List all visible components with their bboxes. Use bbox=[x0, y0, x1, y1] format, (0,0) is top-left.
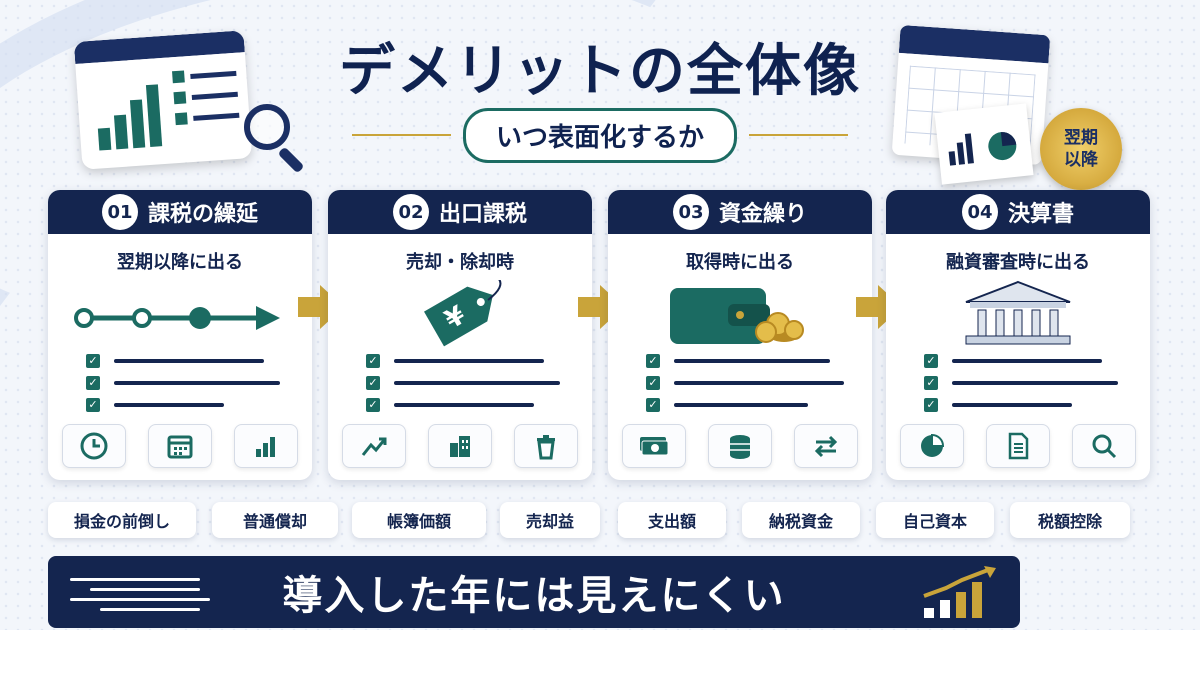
checklist: ✓ ✓ ✓ bbox=[886, 350, 1150, 416]
check-icon: ✓ bbox=[86, 376, 100, 390]
card-subtitle: 取得時に出る bbox=[686, 252, 794, 273]
speed-lines-icon bbox=[70, 578, 210, 618]
card-title: 課税の繰延 bbox=[147, 202, 258, 227]
timeline-arrow-icon bbox=[48, 280, 312, 350]
bottom-band bbox=[0, 630, 1200, 675]
conclusion-banner: 導入した年には見えにくい bbox=[48, 556, 1020, 628]
keyword-tag: 税額控除 bbox=[1010, 502, 1130, 538]
check-icon: ✓ bbox=[366, 398, 380, 412]
clock-icon bbox=[62, 424, 126, 468]
card-cash-flow: 03 資金繰り 取得時に出る ✓ ✓ ✓ bbox=[608, 190, 872, 480]
card-subtitle: 翌期以降に出る bbox=[117, 252, 243, 273]
card-exit-tax: 02 出口課税 売却・除却時 ¥ ✓ ✓ ✓ bbox=[328, 190, 592, 480]
check-icon: ✓ bbox=[646, 376, 660, 390]
card-header: 02 出口課税 bbox=[328, 190, 592, 234]
page-title: デメリットの全体像 bbox=[339, 39, 861, 104]
report-paper-illustration bbox=[934, 103, 1034, 185]
card-subtitle: 売却・除却時 bbox=[406, 252, 514, 273]
keyword-tag: 損金の前倒し bbox=[48, 502, 196, 538]
checklist: ✓ ✓ ✓ bbox=[48, 350, 312, 416]
card-title: 出口課税 bbox=[438, 202, 527, 227]
keyword-tag: 自己資本 bbox=[876, 502, 994, 538]
trash-icon bbox=[514, 424, 578, 468]
check-icon: ✓ bbox=[366, 354, 380, 368]
period-badge: 翌期以降 bbox=[1040, 108, 1122, 190]
card-title: 決算書 bbox=[1007, 202, 1074, 227]
keyword-tag: 売却益 bbox=[500, 502, 600, 538]
subtitle: いつ表面化するか bbox=[463, 107, 738, 163]
keyword-tag: 普通償却 bbox=[212, 502, 338, 538]
card-number: 03 bbox=[672, 194, 709, 230]
calendar-icon bbox=[148, 424, 212, 468]
magnifier-icon bbox=[244, 104, 290, 150]
document-icon bbox=[986, 424, 1050, 468]
check-icon: ✓ bbox=[924, 354, 938, 368]
badge-line-1: 翌期 bbox=[1064, 128, 1098, 148]
search-icon bbox=[1072, 424, 1136, 468]
check-icon: ✓ bbox=[924, 398, 938, 412]
checklist: ✓ ✓ ✓ bbox=[608, 350, 872, 416]
card-header: 04 決算書 bbox=[886, 190, 1150, 234]
exchange-icon bbox=[794, 424, 858, 468]
card-number: 01 bbox=[101, 194, 138, 230]
card-title: 資金繰り bbox=[718, 202, 807, 227]
bank-building-icon bbox=[886, 280, 1150, 350]
check-icon: ✓ bbox=[366, 376, 380, 390]
check-icon: ✓ bbox=[86, 398, 100, 412]
building-icon bbox=[428, 424, 492, 468]
keyword-tag: 支出額 bbox=[618, 502, 726, 538]
keyword-tag: 帳簿価額 bbox=[352, 502, 486, 538]
card-header: 01 課税の繰延 bbox=[48, 190, 312, 234]
badge-line-2: 以降 bbox=[1064, 150, 1098, 170]
check-icon: ✓ bbox=[646, 398, 660, 412]
trend-up-icon bbox=[342, 424, 406, 468]
growth-chart-icon bbox=[922, 566, 1012, 624]
coin-stack-icon bbox=[708, 424, 772, 468]
check-icon: ✓ bbox=[924, 376, 938, 390]
bar-chart-icon bbox=[234, 424, 298, 468]
card-number: 02 bbox=[392, 194, 429, 230]
card-financial-statements: 04 決算書 融資審査時に出る ✓ ✓ ✓ bbox=[886, 190, 1150, 480]
card-header: 03 資金繰り bbox=[608, 190, 872, 234]
yen-price-tag-icon: ¥ bbox=[328, 277, 592, 350]
subtitle-rule-right bbox=[749, 134, 849, 136]
subtitle-row: いつ表面化するか bbox=[340, 107, 860, 163]
keyword-tag: 納税資金 bbox=[742, 502, 860, 538]
wallet-coins-icon bbox=[608, 280, 872, 350]
card-number: 04 bbox=[961, 194, 998, 230]
check-icon: ✓ bbox=[646, 354, 660, 368]
subtitle-rule-left bbox=[352, 134, 451, 136]
card-subtitle: 融資審査時に出る bbox=[946, 252, 1090, 273]
card-deferral: 01 課税の繰延 翌期以降に出る ✓ ✓ ✓ bbox=[48, 190, 312, 480]
check-icon: ✓ bbox=[86, 354, 100, 368]
pie-chart-icon bbox=[900, 424, 964, 468]
cash-icon bbox=[622, 424, 686, 468]
checklist: ✓ ✓ ✓ bbox=[328, 350, 592, 416]
